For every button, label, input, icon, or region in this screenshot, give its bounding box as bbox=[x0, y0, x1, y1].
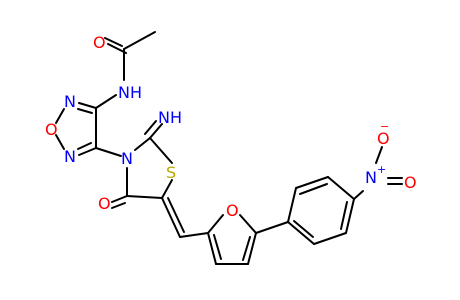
atom-n-nitro-charge: + bbox=[377, 163, 386, 176]
bond-c2-imine bbox=[149, 123, 163, 139]
bond-c5-methylidene-double bbox=[167, 197, 185, 233]
bond-ph-6-1-double bbox=[293, 220, 314, 238]
atom-n-oxadiazole-bottom: N bbox=[64, 147, 76, 166]
bond-ph-2-3-double bbox=[299, 183, 328, 195]
bond-nh-oxadiazole bbox=[95, 94, 117, 109]
bonds bbox=[55, 31, 403, 265]
atom-o-nitro-top: O bbox=[377, 129, 390, 148]
bond-furan-c5-c4 bbox=[247, 232, 257, 265]
bond-c5-c4 bbox=[126, 195, 163, 199]
bond-ph-4-5 bbox=[345, 198, 355, 234]
bond-n2-o1 bbox=[55, 108, 65, 124]
atom-s-thiazolidine: S bbox=[166, 163, 176, 182]
bond-furan-o-c5 bbox=[239, 214, 257, 234]
bond-carbonyl-oxygen bbox=[104, 37, 123, 47]
bond-c4-ketone-double bbox=[111, 202, 126, 209]
atom-n-nitro: N bbox=[365, 168, 377, 187]
atom-o-oxadiazole: O bbox=[45, 120, 58, 139]
atom-imine-nh: NH bbox=[158, 108, 182, 127]
bond-ph-6-1 bbox=[287, 221, 315, 245]
atom-n-oxadiazole-top: N bbox=[64, 92, 76, 111]
bond-furan-c5-c4-double bbox=[242, 236, 251, 261]
bond-c3-n2 bbox=[78, 102, 97, 109]
bond-s1-c5 bbox=[161, 179, 173, 199]
bond-nitro-o-top bbox=[375, 146, 383, 164]
bond-n5-c4-double bbox=[77, 142, 92, 150]
atom-labels: O NH N O N NH N S O O N + O − O bbox=[45, 33, 417, 220]
bond-c2-imine-double bbox=[144, 120, 157, 135]
bond-n5-c4 bbox=[78, 147, 97, 156]
bond-ph-4-5-double bbox=[340, 201, 348, 230]
atom-o-acetyl: O bbox=[93, 33, 106, 52]
bond-c4-n3 bbox=[95, 147, 122, 157]
bond-c5-methylidene bbox=[161, 197, 181, 238]
bond-ph-2-3 bbox=[295, 176, 329, 189]
bond-methylidene-furan bbox=[179, 232, 209, 238]
bond-furan-phenyl bbox=[255, 221, 289, 234]
bond-o1-n5 bbox=[55, 134, 65, 150]
bond-c2-s1 bbox=[149, 137, 173, 164]
atom-o-nitro-top-charge: − bbox=[380, 120, 389, 133]
bond-c4-ketone bbox=[111, 195, 128, 203]
bond-furan-c2-o bbox=[207, 214, 224, 234]
atom-n-thiazolidine: N bbox=[121, 149, 133, 168]
bond-furan-c3-c2-double bbox=[213, 234, 222, 260]
bond-methyl-carbonyl bbox=[123, 31, 156, 50]
bond-ph-1-2 bbox=[287, 187, 297, 223]
atom-o-nitro-right: O bbox=[404, 173, 417, 192]
bond-ph-3-4 bbox=[327, 176, 355, 200]
bond-n3-c2 bbox=[134, 137, 151, 151]
bond-ph-5-6 bbox=[313, 232, 347, 245]
atom-o-ketone: O bbox=[98, 194, 111, 213]
bond-furan-c3-c2 bbox=[207, 232, 217, 265]
bond-c3-n2-double bbox=[77, 108, 93, 114]
atom-o-furan: O bbox=[226, 201, 239, 220]
atom-nh-amide: NH bbox=[118, 83, 142, 102]
bond-phenyl-nitro bbox=[353, 190, 364, 200]
